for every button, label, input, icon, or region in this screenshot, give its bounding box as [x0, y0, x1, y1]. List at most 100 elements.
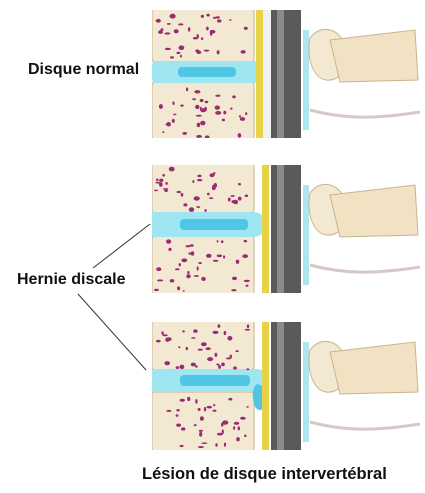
bone-pore — [206, 14, 209, 17]
bone-pore — [204, 407, 206, 411]
bone-pore — [231, 289, 236, 291]
bone-pore — [206, 27, 209, 31]
bone-pore — [240, 417, 246, 420]
nucleus-pulposus — [180, 219, 248, 230]
bone-pore — [181, 427, 185, 430]
bone-pore — [169, 167, 175, 172]
bone-pore — [176, 52, 180, 54]
bone-pore — [166, 239, 171, 243]
bone-pore — [216, 364, 219, 366]
bone-pore — [210, 173, 215, 177]
bone-pore — [239, 115, 241, 117]
bone-pore — [155, 182, 160, 184]
bone-pore — [175, 268, 180, 270]
bone-pore — [246, 285, 249, 287]
bone-pore — [180, 445, 184, 447]
bone-pore — [186, 274, 190, 278]
bone-pore — [194, 90, 200, 93]
bone-pore — [180, 55, 182, 58]
bone-pore — [233, 426, 235, 430]
bone-pore — [213, 260, 219, 262]
bone-pore — [245, 195, 248, 198]
bone-pore — [180, 399, 185, 402]
bone-pore — [197, 179, 202, 181]
bone-pore — [191, 363, 196, 367]
csf-strip — [303, 342, 309, 442]
bone-pore — [196, 135, 202, 138]
bone-pore — [174, 29, 179, 33]
bone-pore — [228, 198, 231, 202]
bone-pore — [182, 330, 185, 332]
bone-pore — [165, 182, 167, 185]
bone-pore — [154, 190, 158, 192]
bone-pore — [195, 399, 197, 404]
label-normal-disc: Disque normal — [28, 61, 139, 79]
panel-herniated-disc-extruded — [152, 320, 420, 452]
bone-pore — [164, 190, 168, 192]
bone-pore — [236, 437, 240, 441]
bone-pore — [201, 277, 206, 281]
bone-pore — [227, 336, 232, 341]
bone-pore — [165, 48, 171, 50]
bone-pore — [212, 186, 216, 190]
bone-pore — [232, 95, 236, 98]
ligament — [262, 163, 269, 295]
bone-pore — [187, 397, 190, 401]
bone-pore — [217, 255, 223, 258]
bone-pore — [245, 112, 247, 115]
bone-pore — [245, 329, 251, 331]
bone-pore — [201, 15, 204, 18]
bone-pore — [159, 179, 163, 182]
bone-pore — [198, 349, 203, 351]
bone-pore — [156, 19, 161, 23]
bone-pore — [221, 240, 224, 243]
bone-pore — [177, 191, 182, 193]
bone-pore — [166, 410, 171, 412]
bone-pore — [176, 414, 179, 417]
spinal-cord — [271, 8, 301, 140]
bone-pore — [246, 368, 249, 370]
bone-pore — [238, 133, 242, 138]
bone-pore — [242, 254, 248, 258]
bone-pore — [221, 363, 225, 367]
bone-pore — [197, 51, 202, 54]
bone-pore — [170, 56, 174, 58]
bone-pore — [180, 105, 183, 107]
bone-pore — [200, 108, 206, 112]
bone-pore — [204, 209, 206, 212]
bone-pore — [156, 179, 159, 182]
spinal-cord-highlight — [277, 163, 284, 295]
bone-pore — [177, 286, 180, 290]
bone-pore — [161, 331, 163, 334]
bone-pore — [236, 350, 239, 352]
bone-pore — [181, 193, 184, 197]
bone-pore — [188, 27, 190, 32]
bone-pore — [199, 430, 203, 432]
panel-herniated-disc-bulge — [152, 163, 420, 296]
bone-pore — [189, 207, 194, 212]
bone-pore — [217, 240, 219, 242]
bone-pore — [229, 19, 232, 21]
bone-pore — [238, 426, 241, 430]
vertebra-upper — [152, 163, 254, 213]
diagram-caption: Lésion de disque intervertébral — [142, 465, 387, 484]
bone-pore — [217, 433, 223, 436]
bone-pore — [156, 267, 161, 271]
bone-pore — [210, 31, 212, 36]
bone-pore — [234, 422, 240, 425]
spinous-process — [330, 30, 418, 82]
bone-pore — [176, 409, 180, 411]
bone-pore — [170, 279, 175, 282]
pointer-line-upper — [93, 224, 150, 268]
bone-pore — [186, 245, 191, 247]
bone-pore — [159, 104, 163, 109]
bone-pore — [191, 337, 196, 339]
soft-tissue — [310, 265, 420, 272]
bone-pore — [240, 117, 245, 121]
bone-pore — [186, 87, 188, 91]
bone-pore — [186, 347, 188, 351]
bone-pore — [224, 331, 227, 335]
bone-pore — [176, 366, 180, 369]
vertebra-lower — [152, 236, 254, 296]
bone-pore — [244, 280, 250, 282]
